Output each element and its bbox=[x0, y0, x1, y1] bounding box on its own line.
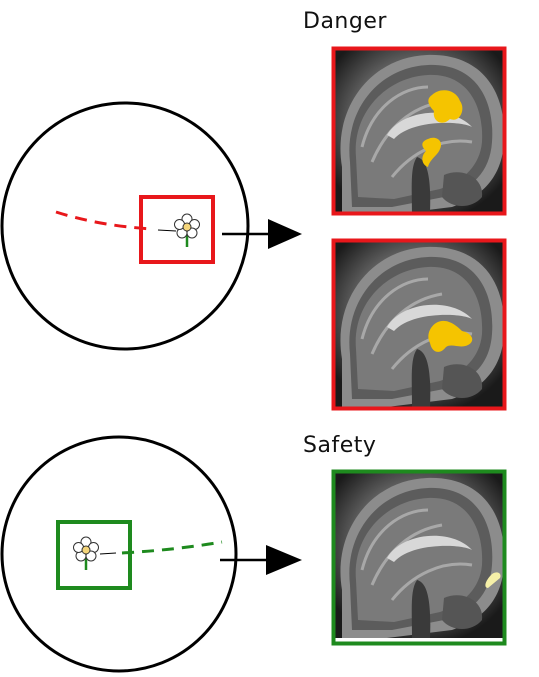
danger-panel-frame-2 bbox=[331, 238, 507, 411]
safety-panel-frame bbox=[331, 469, 507, 646]
safety-focus-box bbox=[56, 520, 132, 590]
arrow-head bbox=[268, 219, 302, 249]
danger-label: Danger bbox=[303, 9, 387, 34]
safety-scene bbox=[0, 435, 508, 673]
danger-panel-frame-1 bbox=[331, 46, 507, 216]
activation-insula bbox=[428, 320, 473, 352]
safety-label: Safety bbox=[303, 433, 377, 458]
safety-trajectory bbox=[121, 540, 223, 555]
danger-focus-box bbox=[139, 195, 215, 264]
brain-mri-icon bbox=[330, 45, 508, 217]
danger-scene bbox=[0, 45, 508, 411]
danger-trajectory-tip bbox=[157, 229, 177, 232]
brain-mri-icon bbox=[330, 468, 508, 646]
safety-trajectory-tip bbox=[99, 552, 117, 555]
brain-mri-icon bbox=[330, 237, 508, 411]
activation-cingulate bbox=[428, 90, 463, 123]
arrow-head bbox=[266, 545, 302, 575]
safety-environment-circle bbox=[0, 435, 238, 673]
activation-vmpfc bbox=[485, 572, 501, 588]
activation-thalamus bbox=[422, 137, 442, 167]
